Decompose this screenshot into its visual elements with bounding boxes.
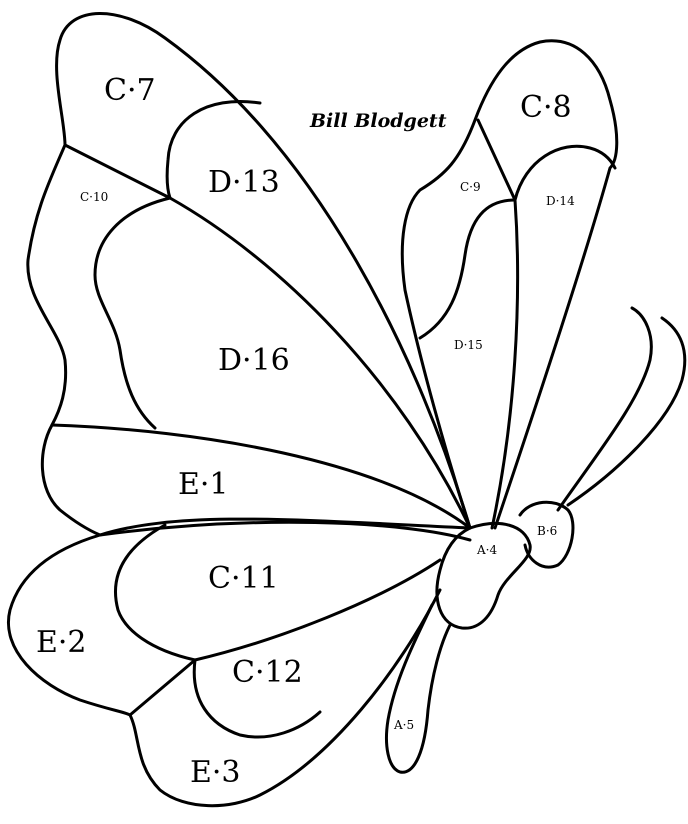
seam-c10-d16 — [93, 196, 172, 430]
label-c9: C·9 — [460, 180, 481, 194]
label-e3: E·3 — [190, 755, 241, 790]
label-c11: C·11 — [208, 561, 279, 596]
seam-e2-c12 — [128, 658, 197, 717]
antenna-upper — [566, 316, 687, 507]
label-d13: D·13 — [208, 165, 280, 200]
right-upper-wing-outline — [400, 39, 619, 530]
thorax-a4 — [435, 522, 532, 630]
seam-c12-e3 — [192, 658, 322, 739]
left-upper-wing-outline — [26, 12, 472, 537]
seam-c7-c10 — [63, 143, 172, 200]
signature: Bill Blodgett — [309, 110, 447, 132]
label-c10: C·10 — [80, 190, 108, 204]
abdomen-a5 — [385, 603, 452, 774]
label-a4: A·4 — [476, 543, 497, 557]
label-c8: C·8 — [520, 90, 572, 125]
seam-d14-d15 — [490, 198, 520, 530]
seam-c9-d15 — [418, 198, 517, 340]
left-lower-wing-outline — [7, 517, 472, 808]
label-d15: D·15 — [454, 338, 483, 352]
label-e2: E·2 — [36, 625, 87, 660]
seam-d13-d16 — [168, 196, 472, 530]
label-b6: B·6 — [537, 524, 557, 538]
label-d16: D·16 — [218, 343, 290, 378]
antenna-lower — [556, 306, 653, 512]
label-a5: A·5 — [393, 718, 414, 732]
seam-c7-d13 — [165, 100, 262, 200]
seam-c11-c12 — [193, 558, 442, 662]
label-e1: E·1 — [178, 467, 229, 502]
seam-d16-e1 — [50, 423, 472, 530]
label-c7: C·7 — [104, 73, 156, 108]
seam-c11-e2 — [114, 523, 197, 662]
seam-c8-c9 — [476, 118, 517, 202]
label-d14: D·14 — [546, 194, 575, 208]
seam-c8-d14 — [513, 144, 617, 202]
label-c12: C·12 — [232, 655, 303, 690]
head-b6 — [518, 500, 575, 569]
